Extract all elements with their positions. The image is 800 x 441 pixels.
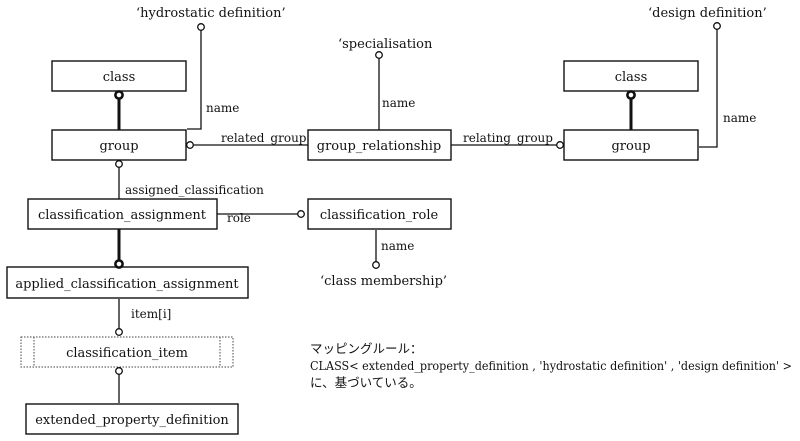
extended-property-definition-box: extended_property_definition	[25, 403, 239, 435]
classification-item-label: classification_item	[66, 346, 188, 361]
applied-classification-assignment-box: applied_classification_assignment	[6, 266, 249, 299]
group-box-right-label: group	[611, 139, 650, 154]
name-class-membership-label: name	[381, 239, 414, 253]
mapping-rule-heading: マッピングルール：	[310, 341, 423, 356]
extended-property-definition-label: extended_property_definition	[35, 413, 229, 428]
class-membership-value: ‘class membership’	[320, 274, 447, 289]
hydrostatic-definition-value: ‘hydrostatic definition’	[136, 6, 286, 21]
relating-group-label: relating_group	[463, 131, 553, 145]
role-end-marker	[297, 210, 305, 218]
design-name-end-marker	[713, 22, 721, 30]
item-extended-end-marker	[115, 367, 123, 375]
classification-role-label: classification_role	[320, 208, 439, 223]
relating-group-end-marker	[556, 141, 564, 149]
group-relationship-box: group_relationship	[307, 129, 452, 161]
group-relationship-label: group_relationship	[317, 139, 441, 154]
name-hydrostatic-label: name	[206, 101, 239, 115]
role-label: role	[227, 211, 251, 225]
class-box-left-label: class	[103, 70, 136, 85]
classification-assignment-label: classification_assignment	[38, 208, 207, 223]
classification-assignment-box: classification_assignment	[27, 198, 218, 230]
specialisation-value: ‘specialisation	[338, 37, 433, 52]
specialisation-name-end-marker	[375, 51, 383, 59]
mapping-rule-text: CLASS< extended_property_definition , 'h…	[310, 358, 792, 373]
assigned-classification-end-marker	[115, 160, 123, 168]
mapping-rule-note: マッピングルール： CLASS< extended_property_defin…	[310, 341, 792, 390]
name-design-label: name	[723, 111, 756, 125]
applied-classification-assignment-label: applied_classification_assignment	[15, 277, 239, 292]
group-left-name-edge	[187, 30, 202, 130]
applied-end-marker	[114, 259, 124, 269]
group-right-name-edge	[699, 29, 718, 148]
assigned-classification-label: assigned_classification	[125, 183, 264, 197]
class-right-end-marker	[626, 90, 636, 100]
class-box-right: class	[563, 60, 699, 92]
class-membership-name-end-marker	[372, 261, 380, 269]
class-box-right-label: class	[615, 70, 648, 85]
mapping-rule-note-text: に、基づいている。	[310, 375, 422, 390]
classification-item-box: classification_item	[20, 336, 234, 368]
item-i-label: item[i]	[131, 307, 171, 321]
class-left-end-marker	[114, 90, 124, 100]
classification-role-box: classification_role	[307, 198, 452, 230]
group-box-right: group	[563, 129, 699, 161]
related-group-end-marker	[186, 141, 194, 149]
related-group-label: related_group	[221, 131, 307, 145]
design-definition-value: ‘design definition’	[648, 6, 767, 21]
name-specialisation-label: name	[382, 96, 415, 110]
hydrostatic-name-end-marker	[197, 23, 205, 31]
item-end-marker	[115, 328, 123, 336]
class-box-left: class	[51, 60, 187, 92]
group-box-left-label: group	[99, 139, 138, 154]
group-box-left: group	[51, 129, 187, 161]
